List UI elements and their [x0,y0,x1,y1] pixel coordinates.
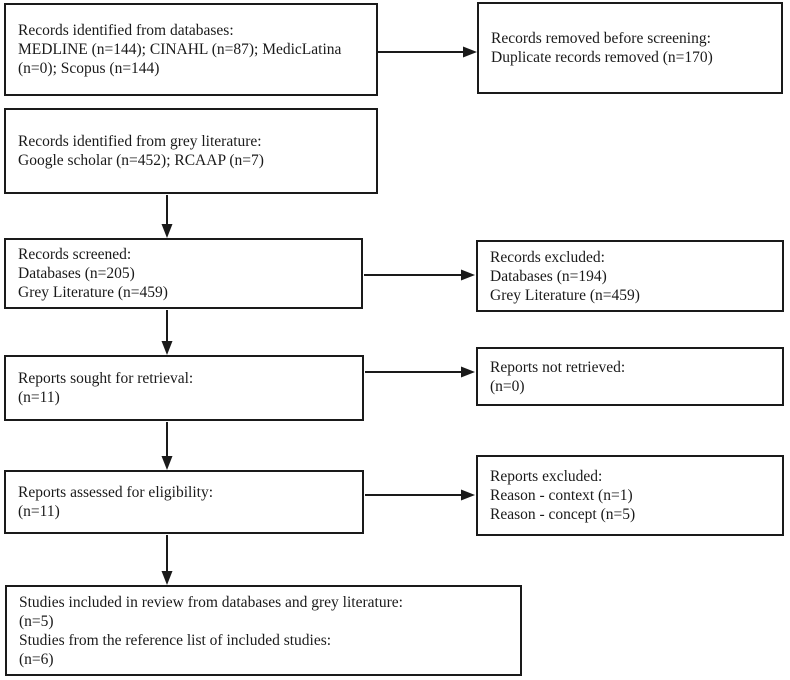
text-line: (n=0) [490,377,525,395]
box-reports-excluded: Reports excluded: Reason - context (n=1)… [476,455,784,536]
text-line: (n=11) [18,389,60,406]
text-line: Studies from the reference list of inclu… [19,631,332,649]
box-records-screened: Records screened: Databases (n=205) Grey… [4,238,363,309]
arrow-screened-to-excluded [364,269,475,281]
text-line: Records screened: [18,246,132,263]
box-records-identified-databases: Records identified from databases: MEDLI… [4,3,378,96]
text-line: Google scholar (n=452); RCAAP (n=7) [18,152,264,169]
text-line: Reports assessed for eligibility: [18,484,214,501]
text-line: Grey Literature (n=459) [490,286,640,304]
text-line: Records identified from databases: [18,22,234,39]
box-reports-assessed-eligibility: Reports assessed for eligibility: (n=11) [4,470,364,534]
text-line: Reason - context (n=1) [490,487,633,504]
text-line: Databases (n=194) [490,267,607,285]
box-reports-sought-retrieval: Reports sought for retrieval: (n=11) [4,355,364,421]
text-line: Reason - concept (n=5) [490,506,636,523]
box-records-excluded: Records excluded: Databases (n=194) Grey… [476,240,784,312]
arrow-grey-to-screened [161,195,173,238]
text-line: (n=11) [18,503,60,520]
text-line: Records removed before screening: [491,30,711,47]
arrow-databases-to-removed [378,46,477,58]
text-line: MEDLINE (n=144); CINAHL (n=87); MedicLat… [18,41,342,58]
arrow-sought-to-notretrieved [365,366,475,378]
text-line: Records excluded: [490,248,605,266]
arrow-sought-to-assessed [161,422,173,470]
text-line: Duplicate records removed (n=170) [491,49,713,66]
text-line: (n=6) [19,650,54,668]
text-line: Records identified from grey literature: [18,133,262,150]
text-line: Grey Literature (n=459) [18,284,168,301]
box-reports-not-retrieved: Reports not retrieved: (n=0) [476,347,784,406]
box-studies-included: Studies included in review from database… [5,585,522,676]
text-line: Reports excluded: [490,468,603,485]
text-line: Databases (n=205) [18,265,135,282]
text-line: Studies included in review from database… [19,593,403,611]
text-line: Reports sought for retrieval: [18,370,194,387]
text-line: Reports not retrieved: [490,358,626,376]
box-records-removed-before-screening: Records removed before screening: Duplic… [477,2,783,94]
arrow-screened-to-sought [161,310,173,355]
box-records-identified-grey-literature: Records identified from grey literature:… [4,108,378,194]
arrow-assessed-to-excluded [365,489,475,501]
arrow-assessed-to-included [161,535,173,585]
text-line: (n=5) [19,612,54,630]
text-line: (n=0); Scopus (n=144) [18,60,160,77]
